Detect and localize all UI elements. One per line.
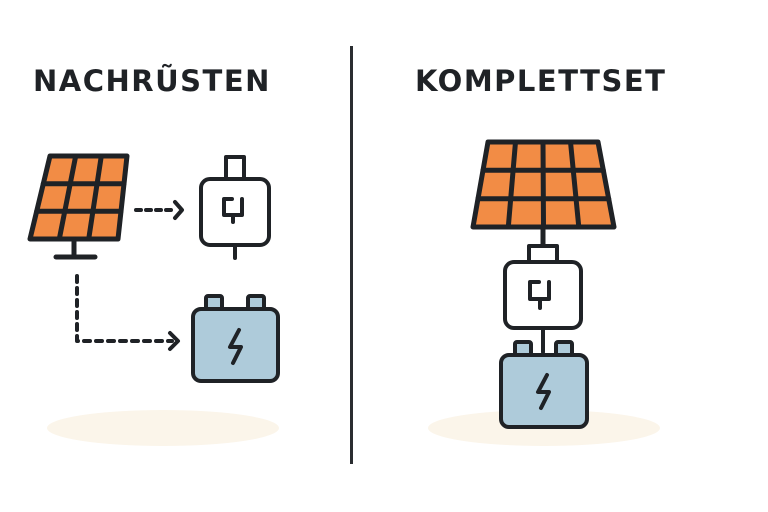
solar-panel-icon-complete <box>470 139 617 249</box>
ground-shadow-left <box>47 410 279 446</box>
title-retrofit: NACHRŨSTEN <box>33 64 271 98</box>
battery-icon <box>191 294 280 383</box>
solar-panel-icon <box>27 153 130 260</box>
dashed-arrow-to-battery <box>75 274 180 351</box>
panel-divider <box>350 46 353 464</box>
title-complete-set: KOMPLETTSET <box>415 64 667 98</box>
battery-icon-complete <box>499 340 589 429</box>
charge-controller-icon <box>199 155 271 260</box>
charge-controller-icon-complete <box>503 244 583 354</box>
dashed-arrow-to-controller <box>134 200 184 220</box>
